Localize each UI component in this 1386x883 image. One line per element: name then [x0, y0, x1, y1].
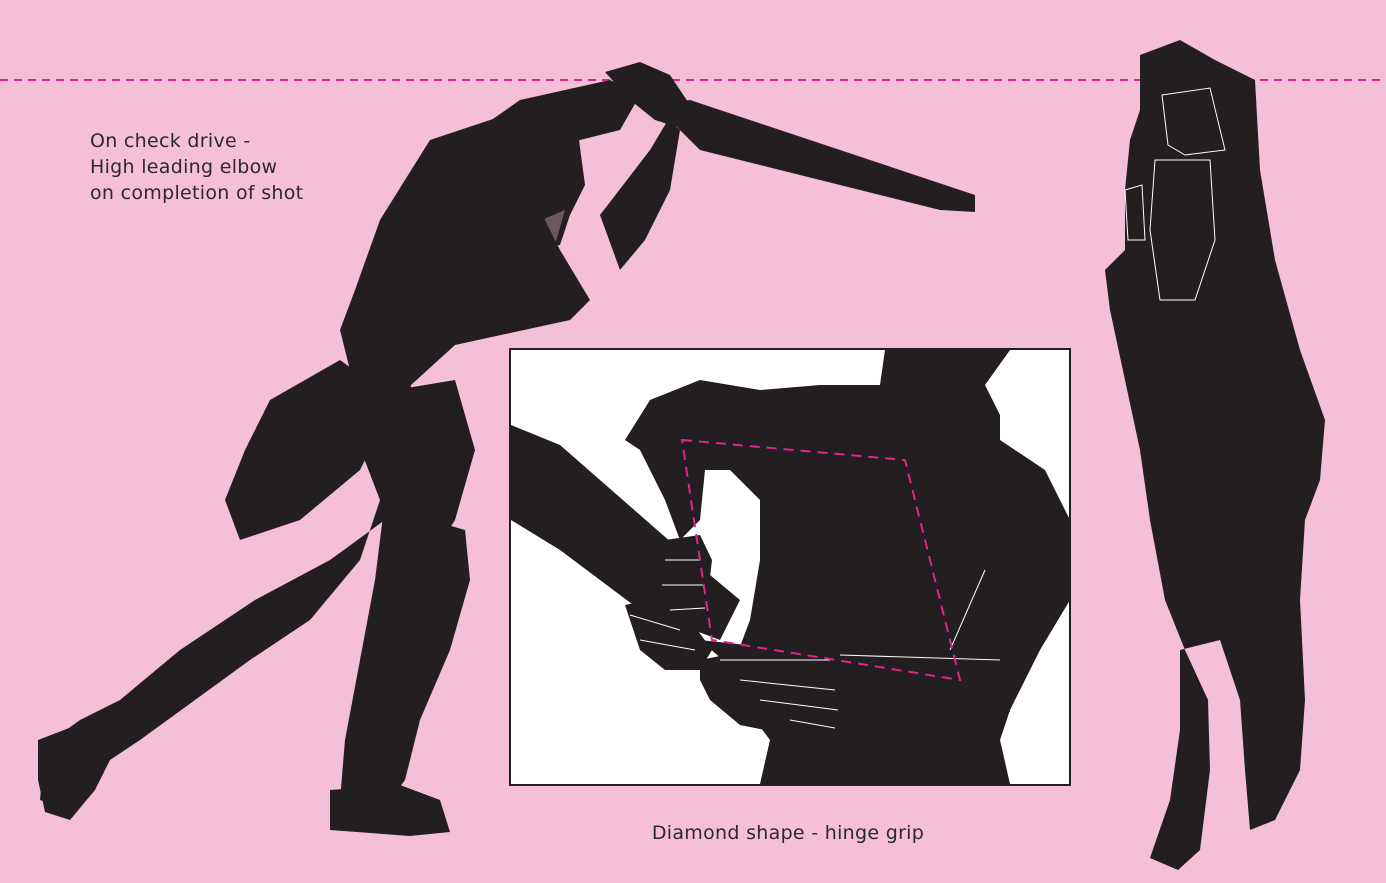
- annotation-line-1: On check drive -: [90, 128, 303, 154]
- inset-caption-row: Diamond shape - hinge grip: [0, 822, 1386, 844]
- right-batter-silhouette: [1105, 40, 1325, 870]
- bat-shape: [655, 100, 975, 212]
- annotation-line-3: on completion of shot: [90, 180, 303, 206]
- front-arm-shape: [600, 120, 680, 270]
- hinge-grip-inset: [510, 349, 1070, 785]
- annotation-line-2: High leading elbow: [90, 154, 303, 180]
- back-leg-upper: [225, 360, 395, 540]
- right-body-shape: [1105, 40, 1325, 870]
- hinge-grip-caption: Diamond shape - hinge grip: [652, 822, 924, 844]
- check-drive-annotation: On check drive - High leading elbow on c…: [90, 128, 303, 206]
